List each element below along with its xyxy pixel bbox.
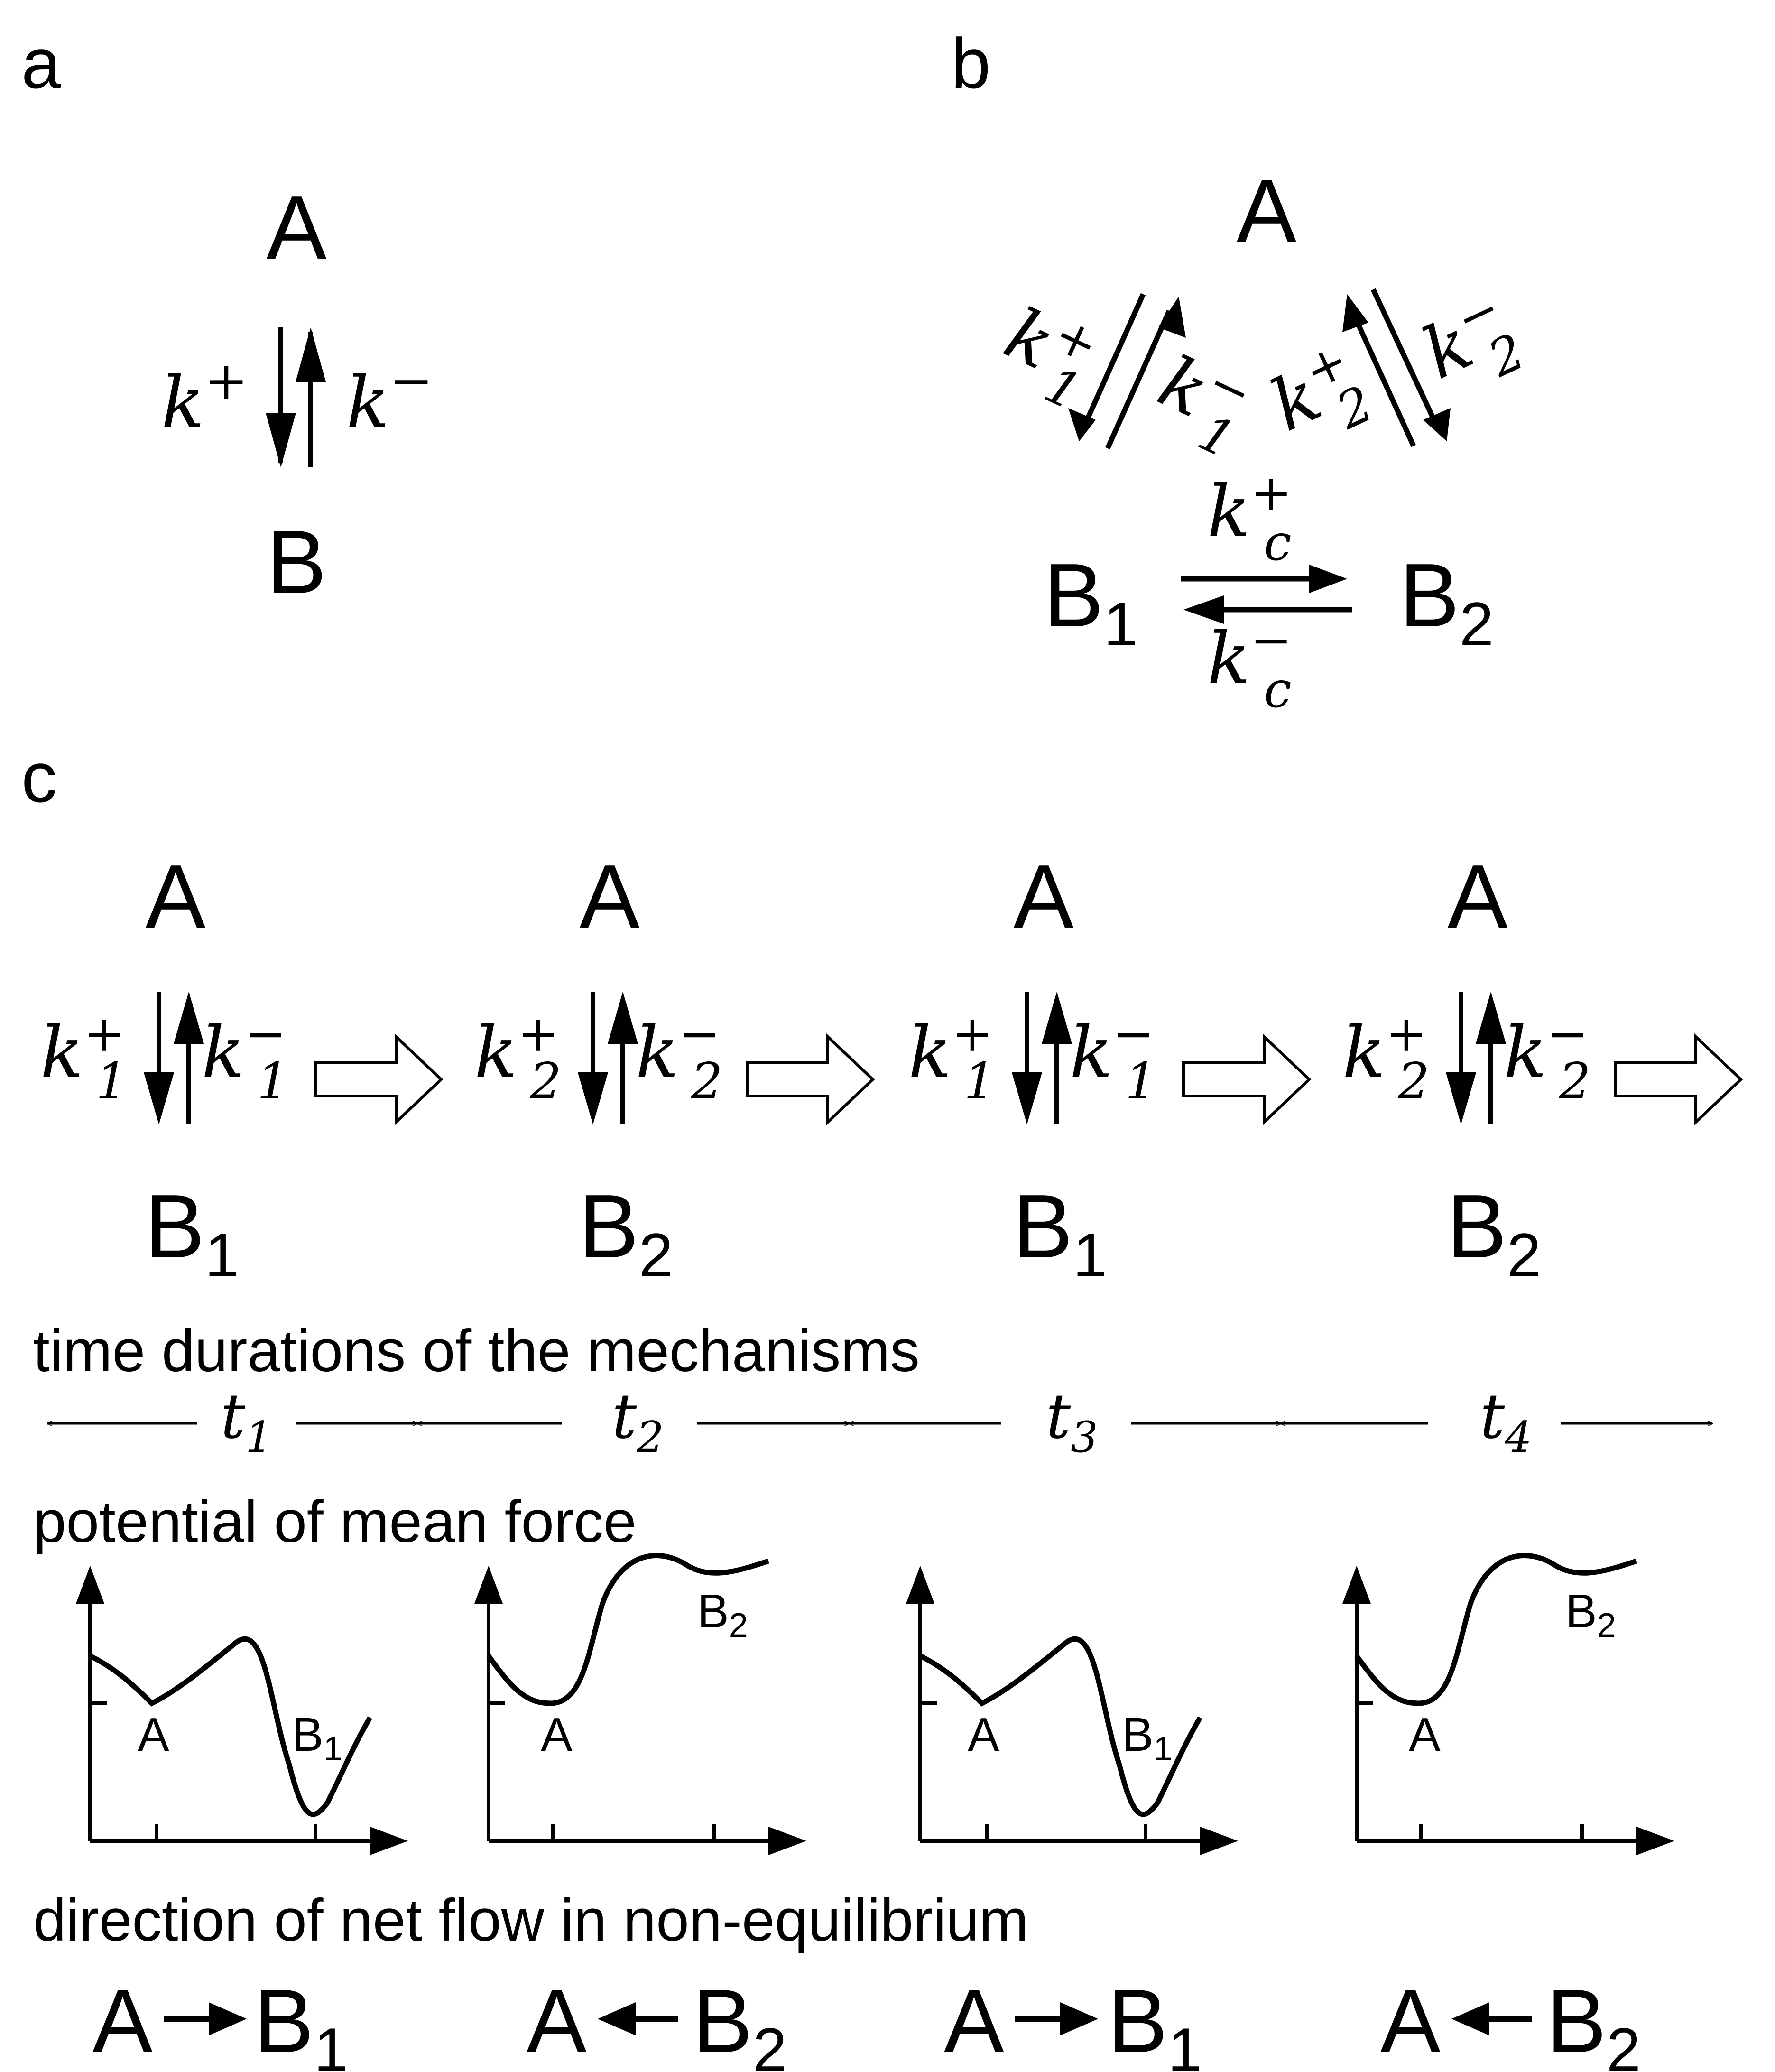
mech-1-kf: k+1 bbox=[40, 1005, 128, 1110]
mech-2-state-a: A bbox=[580, 846, 640, 947]
mech-3-state-b: B1 bbox=[1013, 1176, 1107, 1290]
mech-4-state-a: A bbox=[1448, 846, 1508, 947]
transition-arrows bbox=[314, 1033, 1743, 1125]
panel-a-state-b: B bbox=[267, 512, 327, 613]
mech-4-state-b: B2 bbox=[1447, 1176, 1541, 1290]
pmf-4-b-label: B2 bbox=[1565, 1585, 1616, 1645]
pmf-plot-2: A B2 bbox=[474, 1553, 806, 1855]
time-t2: t2 bbox=[612, 1380, 664, 1462]
backward-arrow-head bbox=[296, 327, 326, 382]
panel-b-state-a: A bbox=[1237, 161, 1297, 261]
panel-a-k-minus: k− bbox=[346, 350, 433, 444]
panel-a-equilibrium-arrows bbox=[266, 327, 326, 467]
flow-heading: direction of net flow in non-equilibrium bbox=[33, 1887, 1028, 1953]
panel-b-state-b2: B2 bbox=[1399, 545, 1494, 659]
transition-arrow-2 bbox=[746, 1033, 875, 1125]
flow-4-left: A bbox=[1380, 1971, 1441, 2072]
svg-text:k−2: k−2 bbox=[1408, 277, 1533, 412]
time-t4: t4 bbox=[1480, 1380, 1532, 1462]
mechanism-4: A k+2 k−2 B2 bbox=[1342, 846, 1591, 1290]
panel-a-letter: a bbox=[21, 23, 61, 103]
mech-1-state-b: B1 bbox=[145, 1176, 239, 1290]
flow-3-left: A bbox=[944, 1971, 1004, 2072]
panel-b-kc-minus: k−c bbox=[1207, 611, 1292, 719]
flow-2-right: B2 bbox=[693, 1971, 787, 2072]
mech-1-state-a: A bbox=[146, 846, 206, 947]
flow-4: A B2 bbox=[1380, 1971, 1641, 2072]
panel-c-letter: c bbox=[21, 737, 57, 817]
pmf-plot-3: A B1 bbox=[906, 1566, 1238, 1855]
transition-arrow-1 bbox=[314, 1033, 444, 1125]
flow-3-right: B1 bbox=[1108, 1971, 1202, 2072]
time-t1: t1 bbox=[221, 1380, 273, 1462]
mech-3-state-a: A bbox=[1014, 846, 1074, 947]
pmf-1-b-label: B1 bbox=[292, 1708, 342, 1768]
panel-b-right-arrows bbox=[1342, 288, 1451, 447]
mechanism-1: A k+1 k−1 B1 bbox=[40, 846, 289, 1290]
panel-c: c A k+1 k−1 B1 A k+2 k−2 B2 A bbox=[21, 737, 1743, 2072]
pmf-3-b-label: B1 bbox=[1122, 1708, 1173, 1768]
time-heading: time durations of the mechanisms bbox=[33, 1318, 920, 1384]
time-t3: t3 bbox=[1046, 1380, 1098, 1462]
flow-2: A B2 bbox=[527, 1971, 787, 2072]
svg-text:k+2: k+2 bbox=[1256, 329, 1381, 464]
mechanism-2: A k+2 k−2 B2 bbox=[474, 846, 723, 1290]
panel-b-k2-plus: k+2 bbox=[1256, 329, 1381, 464]
mech-3-kf: k+1 bbox=[908, 1005, 996, 1110]
panel-a: a A B k+ k− bbox=[21, 23, 433, 613]
flow-4-right: B2 bbox=[1546, 1971, 1641, 2072]
svg-text:k+1: k+1 bbox=[985, 287, 1110, 421]
pmf-1-min-label: A bbox=[138, 1708, 169, 1761]
panel-b: b A k+1 k−1 k+2 k−2 B1 B2 bbox=[951, 23, 1533, 719]
pmf-heading: potential of mean force bbox=[33, 1489, 637, 1555]
pmf-plot-1: A B1 bbox=[76, 1566, 408, 1855]
pmf-3-min-label: A bbox=[968, 1708, 999, 1761]
flow-1: A B1 bbox=[92, 1971, 348, 2072]
flow-2-left: A bbox=[527, 1971, 587, 2072]
panel-b-left-arrows bbox=[1068, 293, 1186, 450]
panel-b-letter: b bbox=[951, 23, 990, 103]
mech-4-kb: k−2 bbox=[1504, 1005, 1591, 1110]
pmf-plot-4: A B2 bbox=[1342, 1553, 1674, 1855]
mech-3-kb: k−1 bbox=[1070, 1005, 1157, 1110]
transition-arrow-4 bbox=[1614, 1033, 1743, 1125]
panel-a-state-a: A bbox=[267, 177, 327, 278]
pmf-2-b-label: B2 bbox=[697, 1585, 748, 1645]
panel-b-kc-plus: k+c bbox=[1207, 464, 1292, 572]
svg-text:k−1: k−1 bbox=[1139, 334, 1264, 469]
pmf-4-min-label: A bbox=[1409, 1708, 1441, 1761]
mech-2-kf: k+2 bbox=[474, 1005, 562, 1110]
flow-1-left: A bbox=[92, 1971, 153, 2072]
flow-1-right: B1 bbox=[254, 1971, 348, 2072]
pmf-2-min-label: A bbox=[541, 1708, 573, 1761]
panel-b-state-b1: B1 bbox=[1044, 545, 1138, 659]
panel-a-k-plus: k+ bbox=[161, 350, 248, 444]
forward-arrow-head bbox=[266, 413, 296, 467]
flow-3: A B1 bbox=[944, 1971, 1202, 2072]
mechanism-3: A k+1 k−1 B1 bbox=[908, 846, 1157, 1290]
panel-b-horizontal-arrows bbox=[1181, 565, 1352, 624]
panel-b-k1-minus: k−1 bbox=[1139, 334, 1264, 470]
panel-b-k1-plus: k+1 bbox=[985, 287, 1110, 422]
mech-4-kf: k+2 bbox=[1342, 1005, 1430, 1110]
panel-b-k2-minus: k−2 bbox=[1408, 277, 1533, 412]
mech-2-kb: k−2 bbox=[636, 1005, 723, 1110]
mech-1-kb: k−1 bbox=[202, 1005, 289, 1110]
mech-2-state-b: B2 bbox=[579, 1176, 673, 1290]
transition-arrow-3 bbox=[1182, 1033, 1312, 1125]
